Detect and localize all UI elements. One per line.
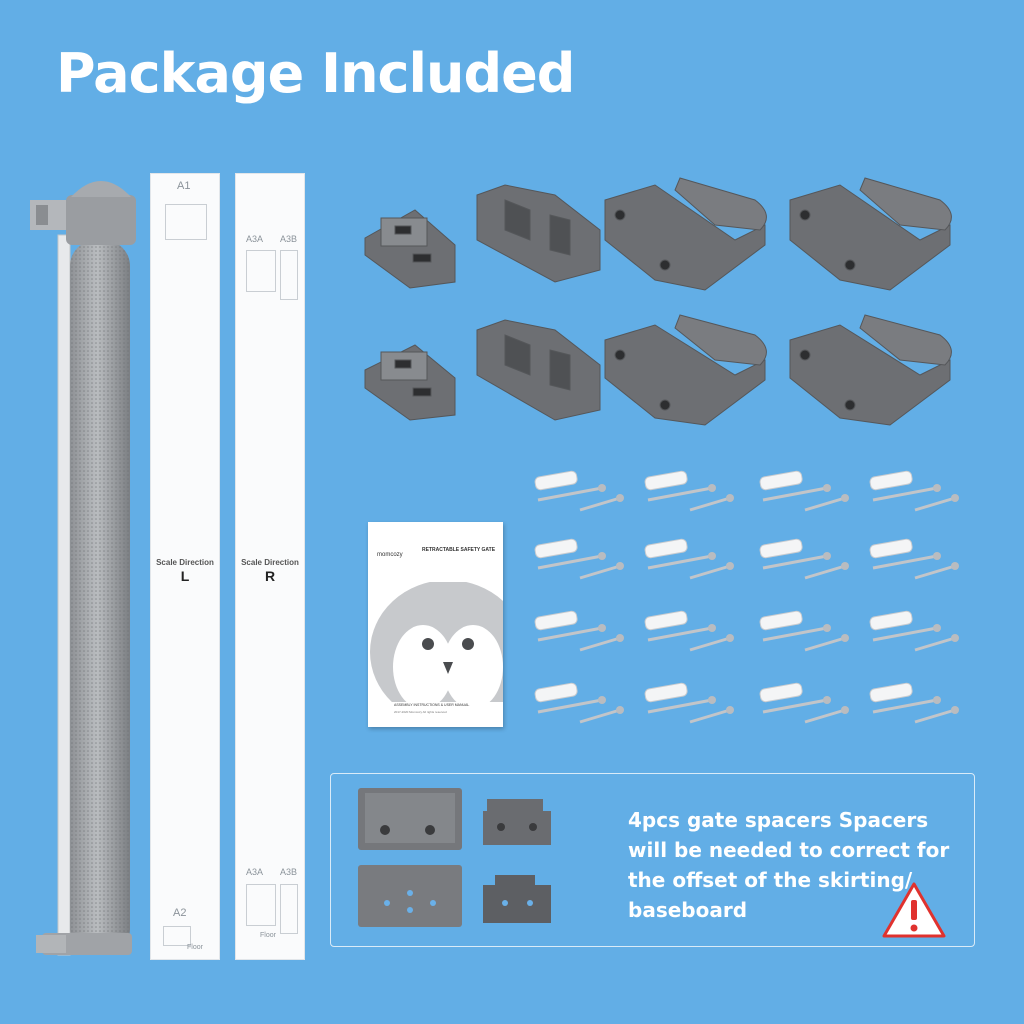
label-a1: A1 bbox=[177, 180, 191, 192]
gate-spacers bbox=[358, 788, 551, 927]
screw-set-r3c2 bbox=[642, 608, 736, 652]
page-title: Package Included bbox=[56, 42, 575, 105]
spacers-notice-text: 4pcs gate spacers Spacers will be needed… bbox=[628, 808, 950, 922]
spacers-notice-box bbox=[330, 773, 975, 947]
label-a3a-bottom: A3A bbox=[246, 867, 264, 877]
direction-r: R bbox=[264, 568, 276, 584]
user-manual: momcozy RETRACTABLE SAFETY GATE ASSEMBLY… bbox=[368, 522, 503, 727]
label-a3b-bottom: A3B bbox=[280, 867, 298, 877]
screw-set-r2c1 bbox=[532, 536, 626, 580]
base-block-1 bbox=[476, 184, 601, 283]
spacer-small-front bbox=[483, 875, 551, 923]
screw-set-r3c1 bbox=[532, 608, 626, 652]
warning-icon bbox=[882, 882, 946, 938]
left-template-strip: A1 Scale Direction L A2 Floor bbox=[150, 173, 220, 960]
spacer-small-back bbox=[483, 799, 551, 845]
screw-set-r1c3 bbox=[757, 468, 851, 512]
floor-label-left: Floor bbox=[187, 944, 203, 951]
label-a2: A2 bbox=[173, 907, 187, 919]
screw-set-r1c2 bbox=[642, 468, 736, 512]
bracket-outline-bottom bbox=[246, 884, 276, 926]
screw-set-r2c4 bbox=[867, 536, 960, 580]
template-box-bottom bbox=[163, 926, 191, 946]
base-block-2 bbox=[476, 319, 601, 421]
label-a3a-top: A3A bbox=[246, 234, 264, 244]
scale-direction-label-right: Scale Direction bbox=[241, 558, 299, 567]
screw-set-r4c3 bbox=[757, 680, 851, 724]
screw-set-r4c2 bbox=[642, 680, 736, 724]
manual-brand: momcozy bbox=[377, 552, 403, 558]
spacer-large-back bbox=[358, 788, 462, 850]
screw-set-r4c1 bbox=[532, 680, 626, 724]
screw-set-r2c3 bbox=[757, 536, 851, 580]
small-clip-1 bbox=[364, 209, 456, 289]
screw-set-r4c4 bbox=[867, 680, 960, 724]
right-template-strip: A3A A3B Scale Direction R A3A A3B Floor bbox=[235, 173, 305, 960]
hook-bracket-3 bbox=[604, 314, 767, 426]
manual-copyright: 2017-2020 Momcozy All rights reserved bbox=[394, 710, 447, 714]
manual-title: RETRACTABLE SAFETY GATE bbox=[422, 547, 496, 553]
bracket-outline-top-b bbox=[280, 250, 298, 300]
manual-subtitle: ASSEMBLY INSTRUCTIONS & USER MANUAL bbox=[394, 703, 470, 707]
hook-bracket-2 bbox=[789, 177, 952, 291]
screw-set-r1c1 bbox=[532, 468, 626, 512]
template-box-top bbox=[165, 204, 207, 240]
retractable-gate-roll bbox=[30, 181, 136, 956]
screws-and-anchors bbox=[532, 468, 960, 724]
bracket-outline-bottom-b bbox=[280, 884, 298, 934]
mounting-parts bbox=[364, 177, 952, 426]
small-clip-2 bbox=[364, 344, 456, 421]
bracket-outline-top bbox=[246, 250, 276, 292]
floor-label-right: Floor bbox=[260, 932, 276, 939]
spacer-large-front bbox=[358, 865, 462, 927]
screw-set-r1c4 bbox=[867, 468, 960, 512]
screw-set-r2c2 bbox=[642, 536, 736, 580]
screw-set-r3c4 bbox=[867, 608, 960, 652]
hook-bracket-1 bbox=[604, 177, 767, 291]
direction-l: L bbox=[180, 568, 190, 584]
penguin-illustration bbox=[370, 582, 503, 702]
scale-direction-label-left: Scale Direction bbox=[156, 558, 214, 567]
label-a3b-top: A3B bbox=[280, 234, 298, 244]
screw-set-r3c3 bbox=[757, 608, 851, 652]
hook-bracket-4 bbox=[789, 314, 952, 426]
